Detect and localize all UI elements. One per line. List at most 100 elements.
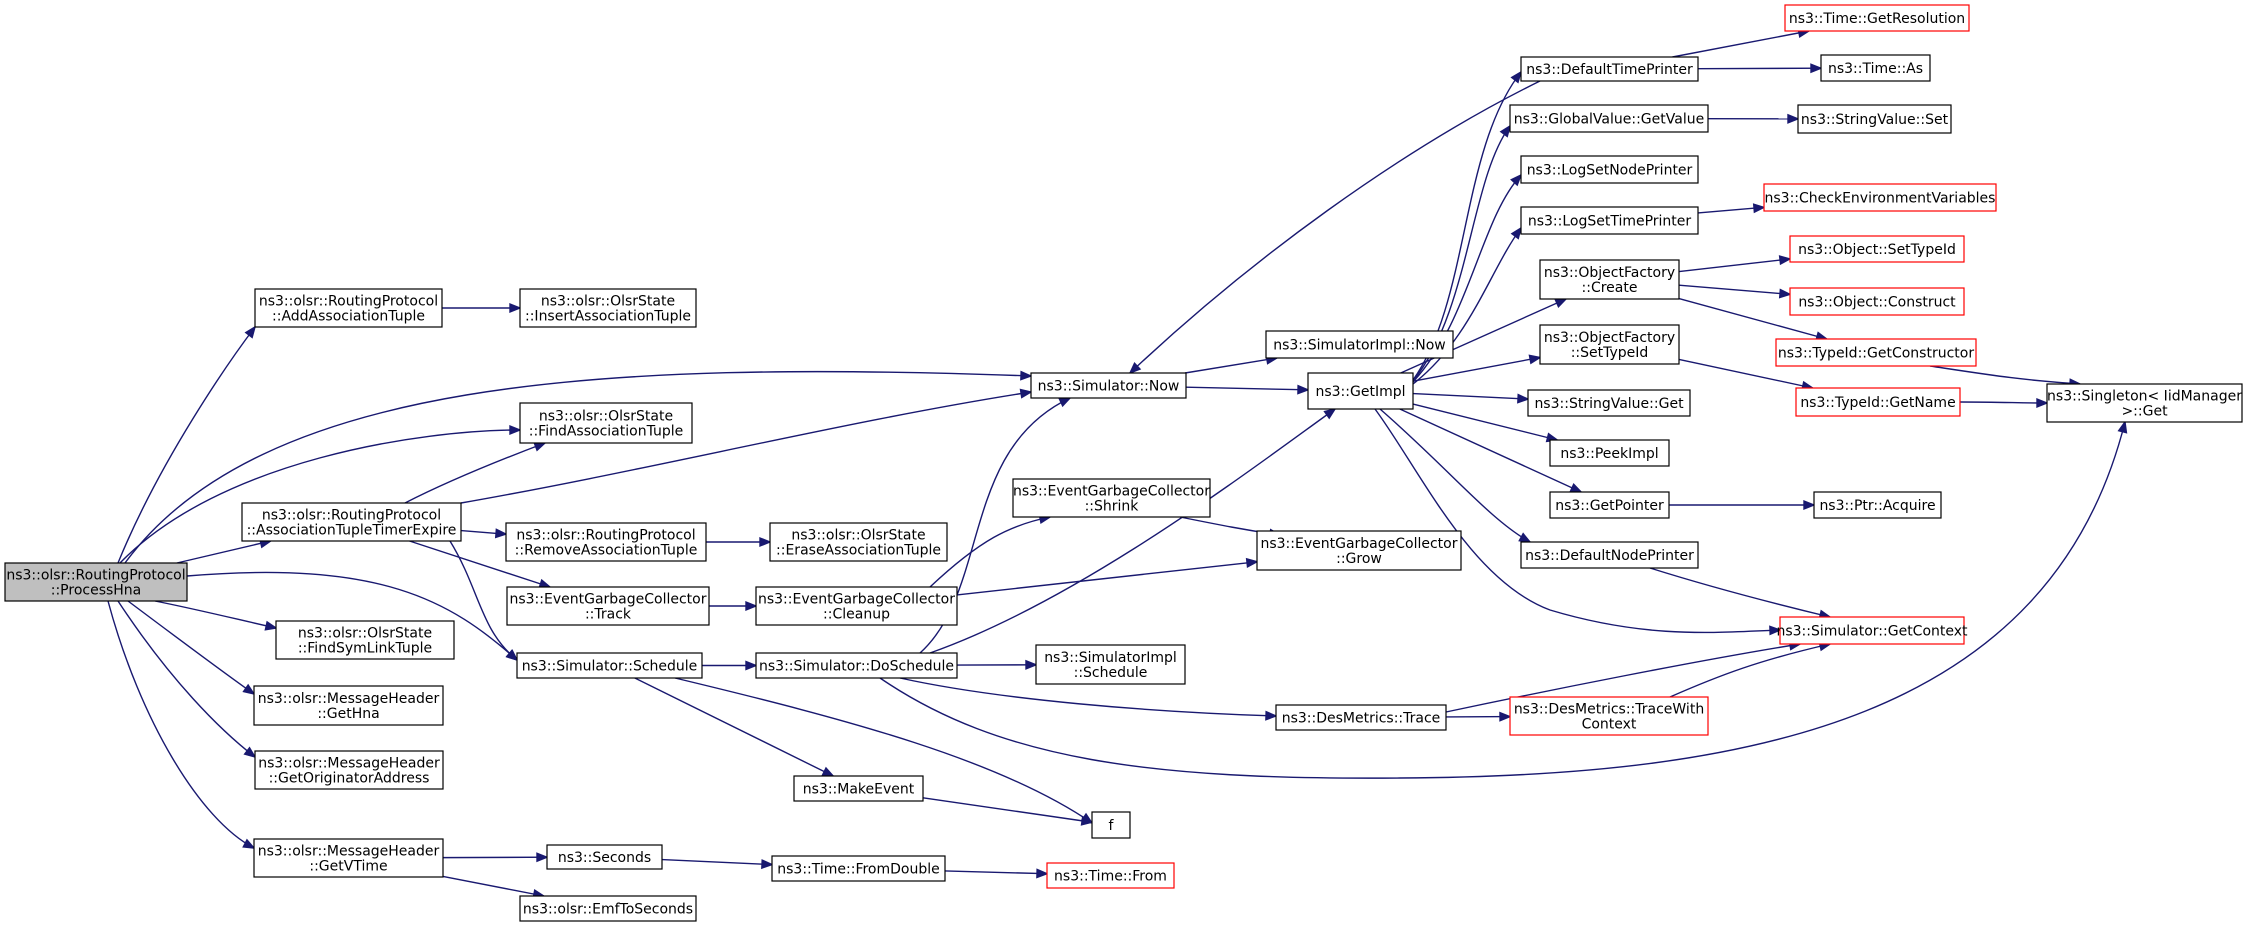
node-label-line: ns3::CheckEnvironmentVariables	[1765, 191, 1996, 207]
node-makeevent[interactable]: ns3::MakeEvent	[793, 775, 924, 802]
node-logsetnode[interactable]: ns3::LogSetNodePrinter	[1520, 155, 1699, 184]
node-ptracquire[interactable]: ns3::Ptr::Acquire	[1813, 491, 1942, 519]
node-egccleanup[interactable]: ns3::EventGarbageCollector::Cleanup	[755, 586, 958, 626]
edge-processhna-to-getvtime	[107, 600, 256, 849]
node-label-line: ::GetVTime	[309, 859, 387, 875]
node-box	[516, 652, 703, 679]
node-simdoschedule[interactable]: ns3::Simulator::DoSchedule	[755, 652, 958, 679]
node-label-line: ns3::LogSetTimePrinter	[1528, 214, 1692, 230]
node-box	[1012, 478, 1211, 518]
node-label-line: ns3::DesMetrics::Trace	[1282, 711, 1441, 727]
node-label-line: ::Cleanup	[823, 607, 890, 623]
node-timefrom[interactable]: ns3::Time::From	[1046, 862, 1175, 889]
node-box	[793, 775, 924, 802]
node-box	[1549, 439, 1670, 467]
node-label-line: ns3::olsr::OlsrState	[541, 294, 675, 310]
node-label-line: ns3::DesMetrics::TraceWith	[1514, 702, 1704, 718]
node-box	[253, 838, 444, 878]
node-label-line: ::Schedule	[1074, 665, 1148, 681]
node-emftoseconds[interactable]: ns3::olsr::EmfToSeconds	[519, 895, 697, 922]
node-objconstruct[interactable]: ns3::Object::Construct	[1789, 287, 1965, 316]
node-getvtime[interactable]: ns3::olsr::MessageHeader::GetVTime	[253, 838, 444, 878]
node-label-line: ns3::Time::As	[1828, 61, 1923, 77]
node-label-line: ::GetOriginatorAddress	[269, 771, 430, 787]
node-typeidgetctor[interactable]: ns3::TypeId::GetConstructor	[1775, 338, 1977, 367]
node-label-line: ns3::olsr::OlsrState	[539, 409, 673, 425]
node-destrace[interactable]: ns3::DesMetrics::Trace	[1275, 704, 1447, 731]
node-timegetres[interactable]: ns3::Time::GetResolution	[1784, 4, 1970, 32]
node-box	[505, 522, 707, 562]
node-simimplschedule[interactable]: ns3::SimulatorImpl::Schedule	[1035, 644, 1186, 685]
edge-simschedule-to-simdoschedule	[702, 660, 758, 671]
node-label-line: f	[1109, 818, 1115, 834]
node-gethna[interactable]: ns3::olsr::MessageHeader::GetHna	[253, 685, 444, 726]
node-insertassoc[interactable]: ns3::olsr::OlsrState::InsertAssociationT…	[519, 288, 697, 328]
node-f[interactable]: f	[1091, 811, 1131, 839]
node-label-line: ns3::EventGarbageCollector	[509, 592, 706, 608]
node-objsettypeid[interactable]: ns3::Object::SetTypeId	[1789, 235, 1965, 263]
node-egcshrink[interactable]: ns3::EventGarbageCollector::Shrink	[1012, 478, 1211, 518]
node-defaultnodeprinter[interactable]: ns3::DefaultNodePrinter	[1520, 541, 1699, 569]
edge-defaultnodeprinter-to-simgetcontext	[1649, 567, 1832, 620]
node-processhna[interactable]: ns3::olsr::RoutingProtocol::ProcessHna	[4, 562, 188, 602]
node-box	[1763, 183, 1997, 212]
node-stringvalueget[interactable]: ns3::StringValue::Get	[1527, 389, 1691, 417]
node-getpointer[interactable]: ns3::GetPointer	[1549, 491, 1670, 519]
node-label-line: ns3::olsr::OlsrState	[791, 528, 925, 544]
node-removeassoc[interactable]: ns3::olsr::RoutingProtocol::RemoveAssoci…	[505, 522, 707, 562]
node-findsymlink[interactable]: ns3::olsr::OlsrState::FindSymLinkTuple	[275, 620, 455, 660]
node-simnow[interactable]: ns3::Simulator::Now	[1030, 372, 1187, 399]
node-label-line: ns3::StringValue::Get	[1534, 396, 1684, 412]
node-box	[1046, 862, 1175, 889]
node-label-line: Context	[1582, 717, 1637, 733]
node-simschedule[interactable]: ns3::Simulator::Schedule	[516, 652, 703, 679]
edge-simschedule-to-makeevent	[634, 677, 835, 777]
edges-layer	[107, 28, 2128, 899]
node-ofsettypeid[interactable]: ns3::ObjectFactory::SetTypeId	[1539, 324, 1680, 365]
node-label-line: ::ProcessHna	[51, 583, 142, 599]
node-findassoc[interactable]: ns3::olsr::OlsrState::FindAssociationTup…	[519, 402, 693, 444]
node-globalvalue[interactable]: ns3::GlobalValue::GetValue	[1509, 104, 1709, 133]
edge-egccleanup-to-egcgrow	[956, 557, 1259, 596]
node-timeas[interactable]: ns3::Time::As	[1820, 54, 1931, 82]
node-eraseassoc[interactable]: ns3::olsr::OlsrState::EraseAssociationTu…	[769, 522, 948, 562]
node-stringvalueset[interactable]: ns3::StringValue::Set	[1797, 104, 1952, 134]
node-box	[769, 522, 948, 562]
node-box	[1784, 4, 1970, 32]
node-box	[4, 562, 188, 602]
node-label-line: ns3::Simulator::Schedule	[522, 659, 698, 675]
node-egctrack[interactable]: ns3::EventGarbageCollector::Track	[506, 586, 710, 626]
node-typeidgetname[interactable]: ns3::TypeId::GetName	[1795, 387, 1961, 417]
node-getorig[interactable]: ns3::olsr::MessageHeader::GetOriginatorA…	[254, 750, 444, 790]
node-ofcreate[interactable]: ns3::ObjectFactory::Create	[1539, 259, 1680, 300]
node-egcgrow[interactable]: ns3::EventGarbageCollector::Grow	[1256, 530, 1462, 571]
edge-ofcreate-to-objsettypeid	[1678, 255, 1792, 273]
node-label-line: ns3::TypeId::GetName	[1800, 395, 1955, 411]
node-label-line: ns3::Time::FromDouble	[777, 862, 940, 878]
node-seconds[interactable]: ns3::Seconds	[546, 844, 663, 870]
node-logsettime[interactable]: ns3::LogSetTimePrinter	[1520, 206, 1699, 235]
node-label-line: ns3::DefaultNodePrinter	[1525, 548, 1694, 564]
node-defaulttimeprinter[interactable]: ns3::DefaultTimePrinter	[1520, 56, 1699, 82]
node-label-line: ns3::olsr::MessageHeader	[258, 756, 440, 772]
node-addassoc[interactable]: ns3::olsr::RoutingProtocol::AddAssociati…	[254, 288, 443, 328]
node-simimplnow[interactable]: ns3::SimulatorImpl::Now	[1265, 330, 1454, 359]
node-label-line: ::InsertAssociationTuple	[525, 309, 691, 325]
edge-assoctimer-to-simnow	[460, 388, 1033, 504]
node-box	[771, 855, 946, 882]
node-peekimpl[interactable]: ns3::PeekImpl	[1549, 439, 1670, 467]
edge-logsettime-to-checkenv	[1697, 203, 1766, 214]
node-getimpl[interactable]: ns3::GetImpl	[1307, 372, 1414, 410]
node-singleton[interactable]: ns3::Singleton< IidManager >::Get	[2046, 383, 2243, 423]
node-label-line: ::Create	[1582, 280, 1638, 296]
edge-removeassoc-to-eraseassoc	[706, 536, 772, 548]
node-label-line: ::EraseAssociationTuple	[776, 543, 941, 559]
node-assoctimer[interactable]: ns3::olsr::RoutingProtocol::AssociationT…	[241, 502, 462, 542]
node-checkenv[interactable]: ns3::CheckEnvironmentVariables	[1763, 183, 1997, 212]
node-box	[1509, 696, 1709, 736]
node-timefromdouble[interactable]: ns3::Time::FromDouble	[771, 855, 946, 882]
node-simgetcontext[interactable]: ns3::Simulator::GetContext	[1776, 616, 1968, 645]
node-label-line: ::Track	[585, 607, 632, 623]
edge-makeevent-to-f	[922, 797, 1094, 826]
